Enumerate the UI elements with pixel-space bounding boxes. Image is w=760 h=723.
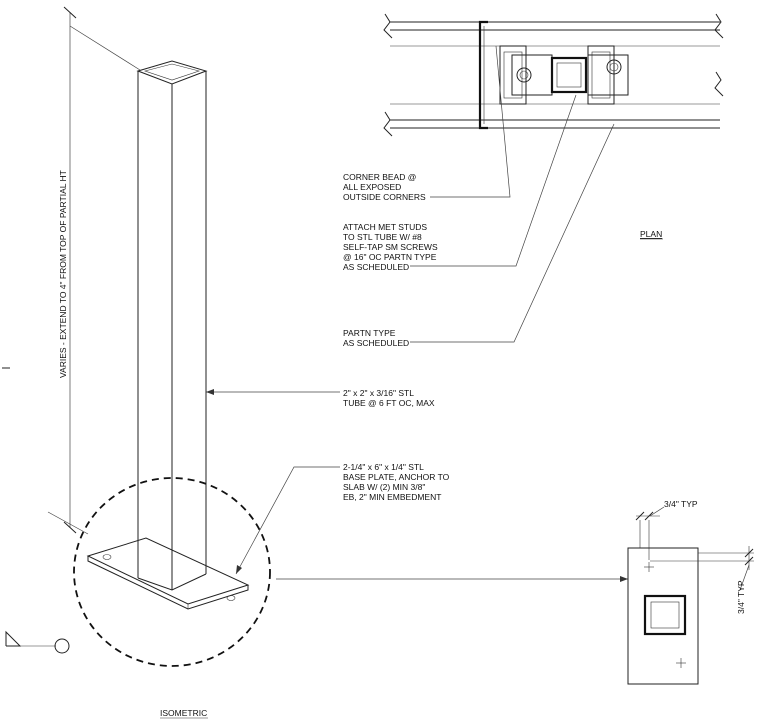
note-attach-studs-line-2: TO STL TUBE W/ #8 <box>343 232 422 242</box>
isometric-label: ISOMETRIC <box>160 708 207 718</box>
vertical-dimension: VARIES - EXTEND TO 4" FROM TOP OF PARTIA… <box>2 6 141 535</box>
base-plate-detail: 3/4" TYP 3/4" TYP <box>627 499 754 685</box>
note-stl-tube-line-2: TUBE @ 6 FT OC, MAX <box>343 398 435 408</box>
plan-label: PLAN <box>640 229 662 239</box>
note-corner-bead-line-2: ALL EXPOSED <box>343 182 401 192</box>
vertical-dimension-label: VARIES - EXTEND TO 4" FROM TOP OF PARTIA… <box>58 170 68 378</box>
isometric-post <box>86 60 250 610</box>
note-base-plate-line-3: SLAB W/ (2) MIN 3/8" <box>343 482 425 492</box>
note-partn-type: PARTN TYPE AS SCHEDULED <box>343 328 409 348</box>
note-base-plate-line-2: BASE PLATE, ANCHOR TO <box>343 472 450 482</box>
note-partn-type-line-2: AS SCHEDULED <box>343 338 409 348</box>
note-base-plate-line-1: 2-1/4" x 6" x 1/4" STL <box>343 462 424 472</box>
note-stl-tube: 2" x 2" x 3/16" STL TUBE @ 6 FT OC, MAX <box>343 388 435 408</box>
typ-dimension-side: 3/4" TYP <box>736 580 746 614</box>
note-attach-studs-line-5: AS SCHEDULED <box>343 262 409 272</box>
note-corner-bead: CORNER BEAD @ ALL EXPOSED OUTSIDE CORNER… <box>343 172 426 202</box>
note-partn-type-line-1: PARTN TYPE <box>343 328 396 338</box>
detail-callout-circle <box>73 477 271 667</box>
note-attach-studs-line-1: ATTACH MET STUDS <box>343 222 427 232</box>
note-corner-bead-line-3: OUTSIDE CORNERS <box>343 192 426 202</box>
plan-view <box>383 13 724 137</box>
note-attach-studs-line-3: SELF-TAP SM SCREWS <box>343 242 438 252</box>
note-attach-studs: ATTACH MET STUDS TO STL TUBE W/ #8 SELF-… <box>343 222 438 272</box>
typ-dimension-top: 3/4" TYP <box>664 499 698 509</box>
leader-lines <box>206 45 628 582</box>
reference-marker <box>5 630 70 654</box>
note-attach-studs-line-4: @ 16" OC PARTN TYPE <box>343 252 437 262</box>
note-base-plate-line-4: EB, 2" MIN EMBEDMENT <box>343 492 441 502</box>
note-corner-bead-line-1: CORNER BEAD @ <box>343 172 416 182</box>
note-base-plate: 2-1/4" x 6" x 1/4" STL BASE PLATE, ANCHO… <box>343 462 450 502</box>
note-stl-tube-line-1: 2" x 2" x 3/16" STL <box>343 388 414 398</box>
